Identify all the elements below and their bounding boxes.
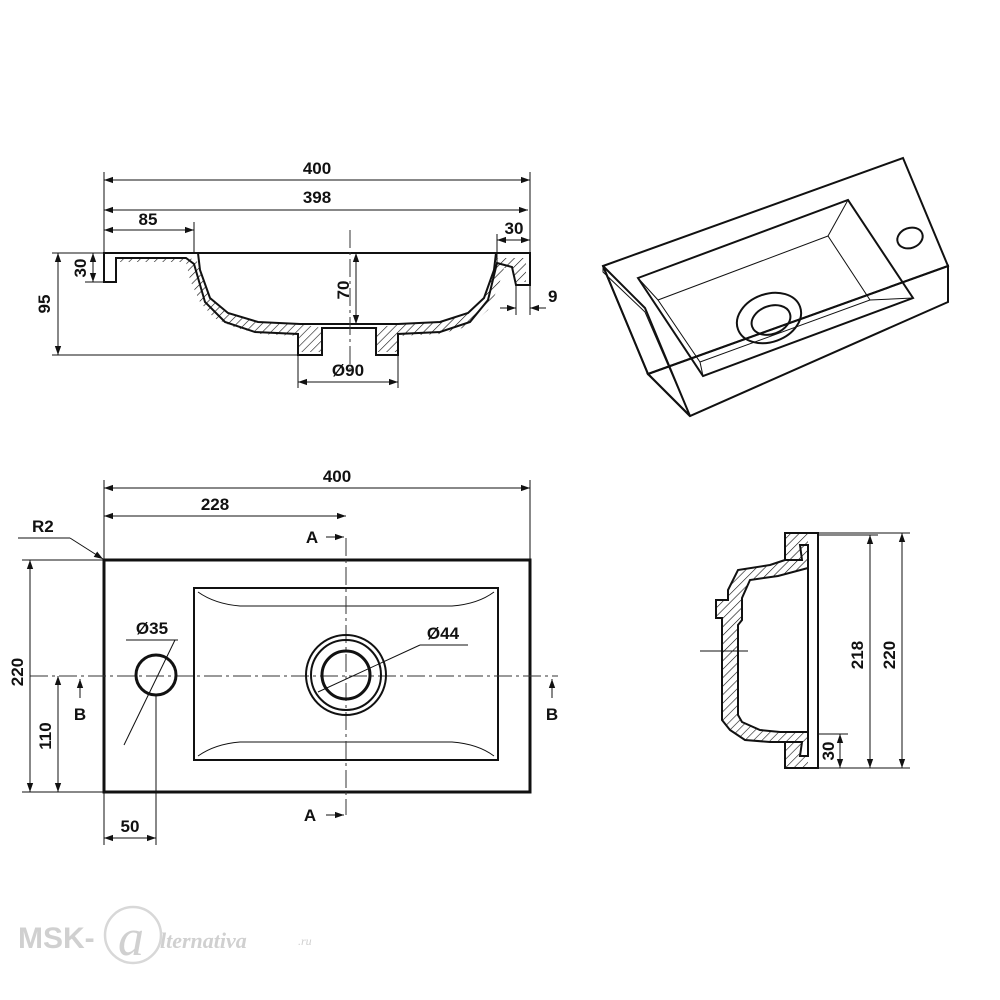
iso-bowl-edge bbox=[699, 361, 704, 377]
dim-rim-height: 30 bbox=[71, 259, 90, 278]
iso-drain-outer bbox=[735, 291, 803, 345]
dim-left-shelf: 85 bbox=[139, 210, 158, 229]
side-section-hatch bbox=[716, 533, 808, 768]
watermark-prefix: MSK- bbox=[18, 922, 95, 955]
front-section-hatch-left bbox=[116, 258, 322, 352]
leader-r2-arrow bbox=[69, 537, 104, 560]
iso-bowl-edge bbox=[827, 199, 849, 237]
dim-right-rim: 30 bbox=[505, 219, 524, 238]
side-section-bowl-inner bbox=[737, 567, 809, 733]
watermark-mark: a bbox=[118, 910, 144, 967]
plan-dim-center-height: 110 bbox=[36, 722, 55, 749]
dim-overall-width: 400 bbox=[303, 159, 331, 178]
front-section-view: 400 398 85 30 30 95 70 Ø90 9 bbox=[35, 159, 557, 388]
watermark-at-circle bbox=[103, 905, 163, 965]
iso-bowl-edge bbox=[869, 297, 914, 301]
leader-44-diagonal bbox=[317, 644, 421, 693]
plan-drain-outer bbox=[305, 634, 387, 716]
dim-rim-offset: 9 bbox=[548, 287, 557, 306]
plan-bowl-outline bbox=[193, 587, 499, 761]
watermark-suffix: lternativa bbox=[160, 928, 247, 953]
section-b-left: B bbox=[74, 705, 86, 724]
plan-drain-inner bbox=[320, 649, 372, 701]
watermark-tld: .ru bbox=[298, 934, 312, 948]
section-a-bottom: A bbox=[304, 806, 316, 825]
plan-drain-mid bbox=[310, 639, 382, 711]
section-a-top: A bbox=[306, 528, 318, 547]
dim-inner-width: 398 bbox=[303, 188, 331, 207]
watermark-logo: MSK- a lternativa .ru bbox=[18, 905, 312, 967]
iso-drain-inner bbox=[750, 304, 792, 336]
iso-bowl-outer bbox=[636, 198, 915, 378]
side-dim-rim-height: 30 bbox=[819, 742, 838, 761]
plan-tap-hole bbox=[134, 653, 178, 697]
plan-dim-drain-hole: Ø44 bbox=[427, 624, 460, 643]
isometric-view bbox=[601, 156, 950, 418]
section-b-right: B bbox=[546, 705, 558, 724]
plan-dim-overall-depth: 220 bbox=[8, 658, 27, 686]
dim-drain-diameter: Ø90 bbox=[332, 361, 364, 380]
plan-dim-corner-radius: R2 bbox=[32, 517, 54, 536]
plan-dim-drain-offset: 228 bbox=[201, 495, 229, 514]
iso-top-edge bbox=[602, 266, 691, 417]
dim-bowl-depth: 70 bbox=[334, 281, 353, 300]
iso-front-face bbox=[602, 265, 691, 417]
side-dim-inner-depth: 218 bbox=[848, 641, 867, 669]
side-section-view: 218 220 30 bbox=[700, 532, 910, 769]
plan-view: 400 228 R2 220 110 50 Ø35 Ø44 A A bbox=[8, 467, 558, 845]
dim-total-height: 95 bbox=[35, 295, 54, 314]
front-section-hatch-right bbox=[376, 258, 526, 352]
leader-35-diagonal bbox=[123, 639, 176, 746]
plan-dim-overall-width: 400 bbox=[323, 467, 351, 486]
iso-right-face bbox=[646, 264, 949, 418]
plan-dim-tap-offset: 50 bbox=[121, 817, 140, 836]
side-dim-overall-depth: 220 bbox=[880, 641, 899, 669]
iso-bowl-edge bbox=[637, 277, 659, 301]
iso-tap-hole bbox=[896, 226, 924, 250]
plan-dim-tap-hole: Ø35 bbox=[136, 619, 168, 638]
